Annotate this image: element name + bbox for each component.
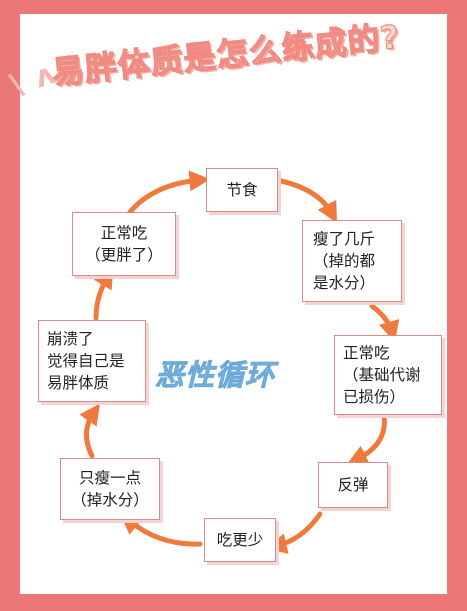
node-rebound: 反弹 bbox=[318, 462, 388, 508]
arrow-eatless-to-little bbox=[119, 513, 203, 547]
arrow-little-to-breakdown bbox=[79, 403, 101, 459]
node-diet: 节食 bbox=[206, 168, 278, 212]
arrow-diet-to-lose bbox=[273, 177, 337, 224]
arrow-lose-to-metabolism bbox=[369, 303, 400, 343]
node-normal-eat: 正常吃 （更胖了） bbox=[72, 212, 176, 276]
arrow-breakdown-to-normal bbox=[93, 266, 114, 321]
node-metabolism: 正常吃 （基础代谢 已损伤） bbox=[334, 335, 442, 415]
node-breakdown: 崩溃了 觉得自己是 易胖体质 bbox=[38, 320, 146, 402]
arrow-normal-to-diet bbox=[127, 170, 211, 215]
arrow-metabolism-to-rebound bbox=[346, 413, 387, 465]
node-lose-weight: 瘦了几斤 （掉的都 是水分） bbox=[302, 220, 402, 302]
node-only-lose-little: 只瘦一点 （掉水分） bbox=[60, 458, 160, 520]
arrow-rebound-to-eatless bbox=[265, 511, 323, 554]
node-eat-less: 吃更少 bbox=[204, 518, 276, 562]
vicious-cycle-label: 恶性循环 bbox=[155, 358, 276, 393]
